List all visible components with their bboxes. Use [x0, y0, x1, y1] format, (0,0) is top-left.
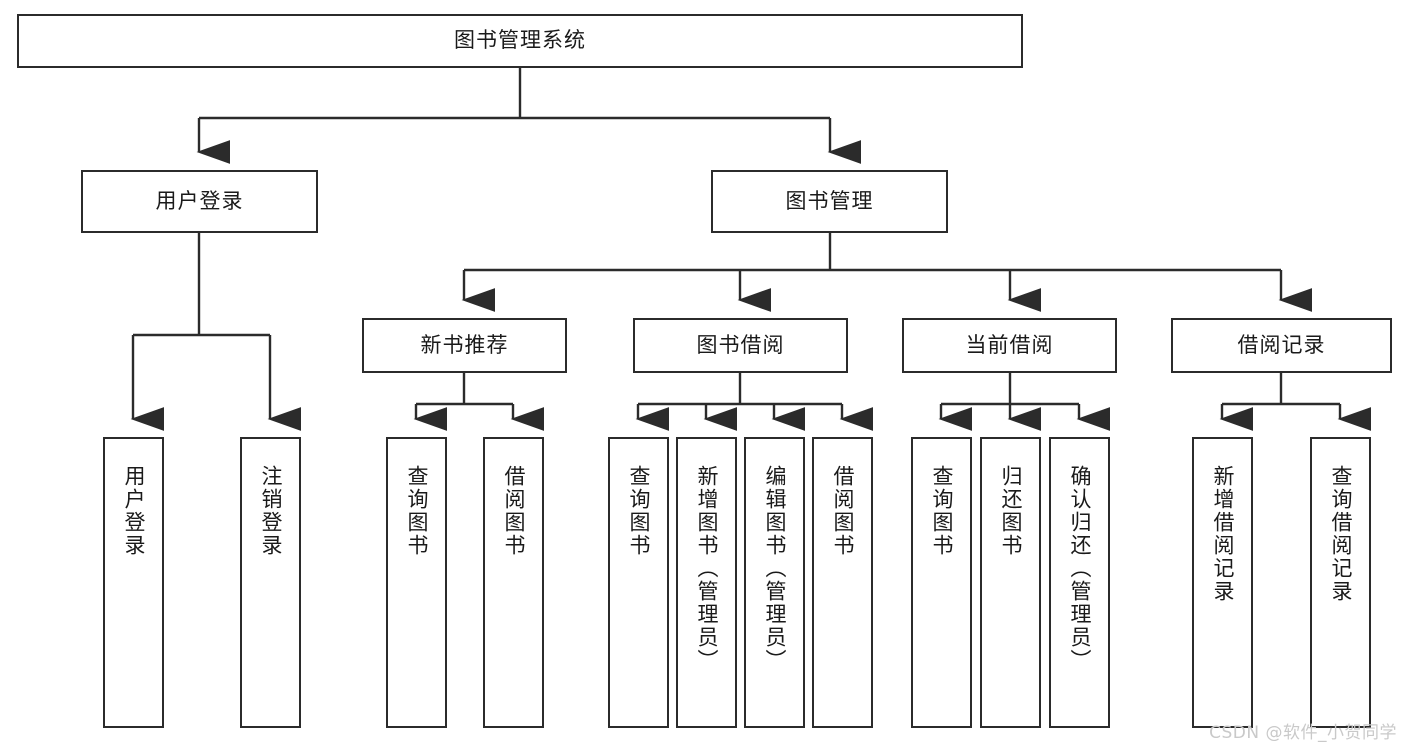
- leaf-current-query-book[interactable]: 查询图书: [911, 437, 972, 728]
- node-label: 借阅图书: [501, 465, 526, 557]
- leaf-borrow-add-book-admin[interactable]: 新增图书（管理员）: [676, 437, 737, 728]
- node-book-management[interactable]: 图书管理: [711, 170, 948, 233]
- node-label: 借阅图书: [830, 465, 855, 557]
- leaf-user-login[interactable]: 用户登录: [103, 437, 164, 728]
- node-label: 查询图书: [626, 465, 651, 557]
- node-borrow-record[interactable]: 借阅记录: [1171, 318, 1392, 373]
- node-label: 新增图书（管理员）: [694, 465, 719, 672]
- node-label: 查询图书: [929, 465, 954, 557]
- node-label: 用户登录: [121, 465, 146, 557]
- node-label: 图书管理系统: [454, 28, 586, 53]
- node-label: 用户登录: [155, 188, 244, 213]
- leaf-record-query-borrow-record[interactable]: 查询借阅记录: [1310, 437, 1371, 728]
- csdn-watermark: CSDN @软件_小贺同学: [1209, 723, 1397, 743]
- node-label: 编辑图书（管理员）: [762, 465, 787, 672]
- node-label: 图书借阅: [696, 332, 785, 357]
- node-label: 查询借阅记录: [1328, 465, 1353, 603]
- leaf-current-return-book[interactable]: 归还图书: [980, 437, 1041, 728]
- node-root-book-management-system[interactable]: 图书管理系统: [17, 14, 1023, 68]
- leaf-borrow-edit-book-admin[interactable]: 编辑图书（管理员）: [744, 437, 805, 728]
- node-label: 新书推荐: [420, 332, 509, 357]
- leaf-current-confirm-return-admin[interactable]: 确认归还（管理员）: [1049, 437, 1110, 728]
- node-label: 当前借阅: [965, 332, 1054, 357]
- leaf-recommend-borrow-book[interactable]: 借阅图书: [483, 437, 544, 728]
- node-user-login[interactable]: 用户登录: [81, 170, 318, 233]
- leaf-borrow-query-book[interactable]: 查询图书: [608, 437, 669, 728]
- leaf-recommend-query-book[interactable]: 查询图书: [386, 437, 447, 728]
- leaf-borrow-borrow-book[interactable]: 借阅图书: [812, 437, 873, 728]
- node-label: 图书管理: [785, 188, 874, 213]
- leaf-record-add-borrow-record[interactable]: 新增借阅记录: [1192, 437, 1253, 728]
- node-book-borrow[interactable]: 图书借阅: [633, 318, 848, 373]
- node-label: 确认归还（管理员）: [1067, 465, 1092, 672]
- node-label: 借阅记录: [1237, 332, 1326, 357]
- node-label: 查询图书: [404, 465, 429, 557]
- node-label: 新增借阅记录: [1210, 465, 1235, 603]
- leaf-user-logout[interactable]: 注销登录: [240, 437, 301, 728]
- node-current-borrow[interactable]: 当前借阅: [902, 318, 1117, 373]
- node-new-book-recommend[interactable]: 新书推荐: [362, 318, 567, 373]
- node-label: 归还图书: [998, 465, 1023, 557]
- node-label: 注销登录: [258, 465, 283, 557]
